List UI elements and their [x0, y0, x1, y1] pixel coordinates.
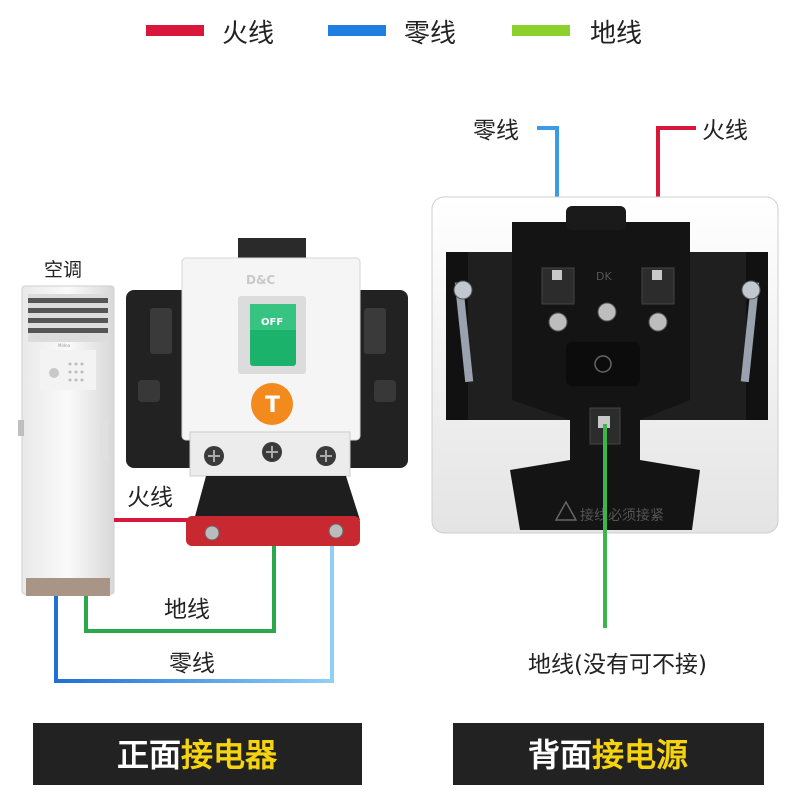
- left-wires: 火线 地线 零线: [54, 455, 334, 683]
- wire-label-ground-right: 地线(没有可不接): [528, 652, 707, 678]
- ac-display-icon: [49, 368, 59, 378]
- svg-text:正面接电器: 正面接电器: [117, 736, 278, 774]
- legend-item-live: 火线: [146, 19, 274, 49]
- svg-text:背面接电源: 背面接电源: [528, 736, 688, 774]
- legend-label-ground: 地线: [590, 19, 642, 49]
- wire-label-live-left: 火线: [127, 485, 173, 511]
- switch-off-label: OFF: [261, 317, 283, 328]
- banner-back: 背面接电源: [453, 723, 764, 785]
- ac-brand: Midea: [58, 343, 71, 348]
- leakage-protector: D&C OFF T: [126, 238, 408, 546]
- legend-label-live: 火线: [222, 19, 274, 49]
- wire-neutral-left: [54, 455, 334, 683]
- legend-label-neutral: 零线: [404, 19, 456, 49]
- banner-front-highlight: 接电器: [181, 736, 278, 774]
- mounting-screws: [453, 280, 761, 383]
- warning-triangle-icon: [554, 500, 578, 521]
- test-button-label: T: [265, 393, 280, 418]
- screw-icon: [648, 312, 668, 332]
- banner-front-prefix: 正面: [117, 736, 181, 774]
- terminal-screws: [204, 442, 336, 466]
- socket-back: 零线 火线 DK 接: [431, 118, 779, 678]
- screw-icon: [454, 281, 474, 383]
- socket-brand: DK: [596, 270, 612, 283]
- banner-back-prefix: 背面: [528, 736, 592, 774]
- ac-label: 空调: [44, 259, 82, 281]
- air-conditioner: 空调 Midea: [18, 259, 115, 596]
- certification-mark-icon: [594, 355, 612, 373]
- test-button[interactable]: [251, 383, 293, 425]
- legend-swatch-neutral: [328, 25, 386, 36]
- screw-icon: [740, 281, 760, 383]
- screw-icon: [597, 302, 617, 322]
- legend: 火线 零线 地线: [146, 19, 642, 49]
- wire-label-neutral-right: 零线: [473, 118, 519, 144]
- legend-swatch-ground: [512, 25, 570, 36]
- banner-back-highlight: 接电源: [592, 736, 688, 774]
- banner-front: 正面接电器: [33, 723, 362, 785]
- warning-text: 接线必须接紧: [580, 507, 664, 524]
- wire-label-ground-left: 地线: [164, 597, 210, 623]
- warning-strip: 接线必须接紧: [554, 500, 664, 524]
- wire-label-neutral-left: 零线: [169, 651, 215, 677]
- wire-label-live-right: 火线: [702, 118, 748, 144]
- screw-icon: [548, 312, 568, 332]
- red-base-plate: [186, 516, 360, 546]
- legend-swatch-live: [146, 25, 204, 36]
- legend-item-ground: 地线: [512, 19, 642, 49]
- legend-item-neutral: 零线: [328, 19, 456, 49]
- device-brand: D&C: [246, 273, 275, 287]
- ac-grille: [28, 294, 108, 342]
